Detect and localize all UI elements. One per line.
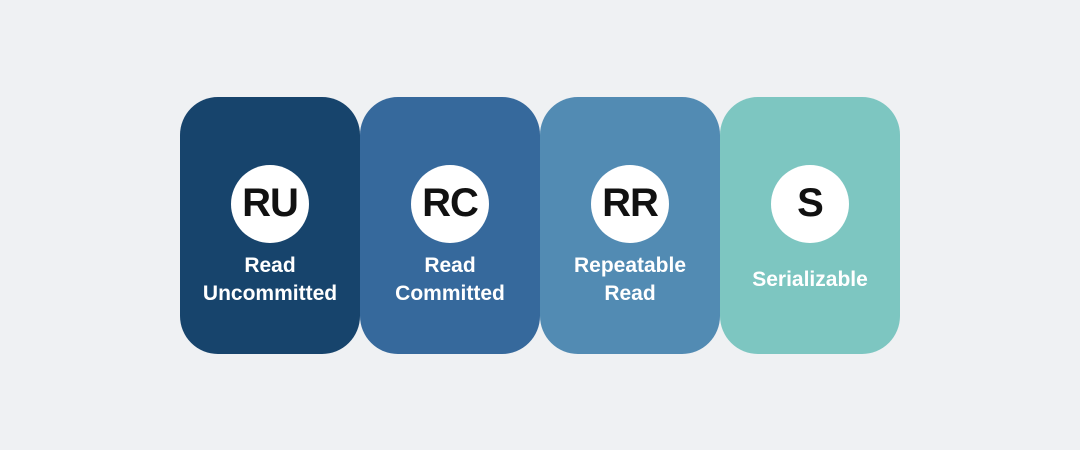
abbr-text: RU bbox=[242, 180, 299, 225]
abbr-circle: RC bbox=[411, 164, 489, 243]
level-label-line: Read bbox=[604, 281, 656, 305]
level-label-line: Serializable bbox=[752, 267, 868, 291]
abbr-circle: S bbox=[771, 164, 849, 243]
isolation-level-card: S Serializable bbox=[720, 96, 900, 354]
abbr-text: RR bbox=[602, 180, 659, 225]
level-label-line: Read bbox=[424, 253, 476, 277]
abbr-circle: RR bbox=[591, 164, 669, 243]
level-label-line: Uncommitted bbox=[202, 281, 338, 305]
abbr-circle: RU bbox=[231, 164, 309, 243]
level-label: Serializable bbox=[752, 251, 868, 309]
abbr-text: RC bbox=[422, 180, 479, 225]
abbr-text: S bbox=[797, 180, 824, 225]
level-label-line: Repeatable bbox=[573, 253, 687, 277]
level-label-line: Read bbox=[244, 253, 296, 277]
level-label-line: Committed bbox=[395, 281, 505, 305]
